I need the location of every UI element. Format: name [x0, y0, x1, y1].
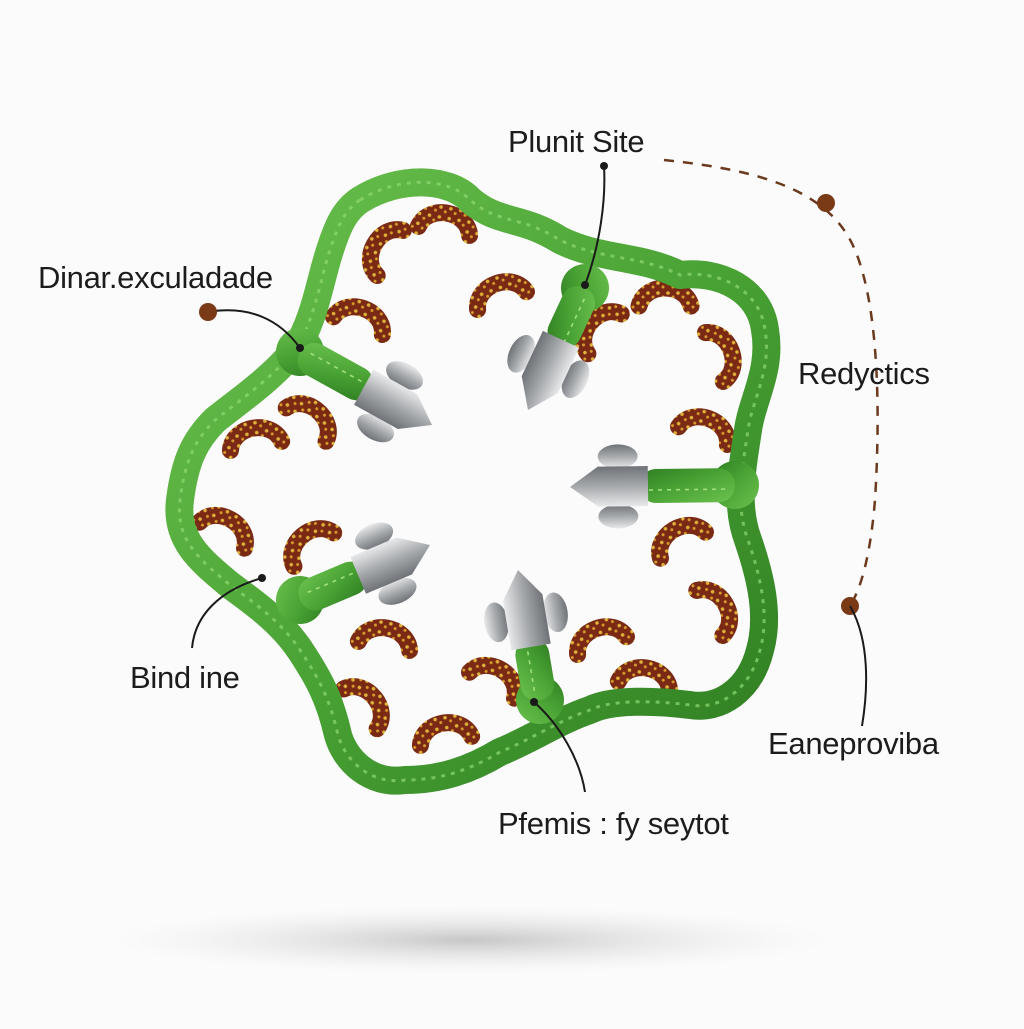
binding-arm [276, 328, 433, 443]
label-bottom-right: Eaneproviba [768, 726, 939, 761]
residue-loop [609, 659, 679, 699]
binding-arm [484, 570, 568, 724]
residue-loop [221, 419, 291, 459]
binding-arm [570, 444, 759, 529]
residue-loop [190, 506, 254, 557]
ligand-tip [570, 444, 649, 529]
residue-loop [277, 395, 337, 450]
residue-loop [651, 516, 715, 567]
residue-loop [670, 408, 736, 454]
ligand-tip [484, 570, 568, 651]
leader-end-left [296, 344, 304, 352]
residue-loop [696, 324, 742, 390]
residue-loop [283, 520, 343, 575]
residue-loop [688, 581, 739, 645]
residue-loop [460, 656, 524, 707]
residue-loop [349, 619, 419, 659]
leader-line-left [207, 309, 301, 349]
label-right: Redyctics [798, 356, 930, 391]
ligand-tip [350, 522, 431, 605]
residue-loop [411, 714, 481, 754]
residue-loop [325, 298, 391, 344]
label-bottom: Pfemis : fy seytot [498, 806, 729, 841]
label-bottom-left: Bind ine [130, 660, 240, 695]
marker-dot-left [199, 303, 217, 321]
ligand-tip [354, 361, 433, 443]
residue-loop [335, 678, 390, 738]
leader-line-bottom [533, 701, 586, 793]
marker-dot-right-upper [817, 194, 835, 212]
floor-shadow [110, 906, 830, 974]
residue-loops [190, 204, 742, 754]
label-top-left: Dinar.exculadade [38, 260, 273, 295]
label-top: Plunit Site [508, 124, 645, 159]
residue-loop [630, 279, 700, 315]
binding-arms [276, 264, 759, 724]
residue-loop [361, 221, 412, 285]
ligand-tip [507, 330, 590, 411]
dashed-connector [663, 158, 879, 607]
residue-loop [409, 204, 479, 244]
residue-loop [575, 303, 630, 363]
binding-arm [276, 522, 431, 624]
residue-loop [469, 273, 535, 319]
leader-end-bottom-left [258, 574, 266, 582]
leader-end-bottom [530, 698, 538, 706]
binding-arm [507, 264, 609, 411]
leader-line-bottom-left [191, 577, 263, 649]
leader-line-top [584, 165, 606, 286]
residue-loop [569, 618, 635, 664]
leader-end-top [581, 281, 589, 289]
leader-dot-top [600, 162, 608, 170]
protein-ring-highlight [177, 180, 768, 783]
leader-line-bottom-right [849, 605, 868, 727]
